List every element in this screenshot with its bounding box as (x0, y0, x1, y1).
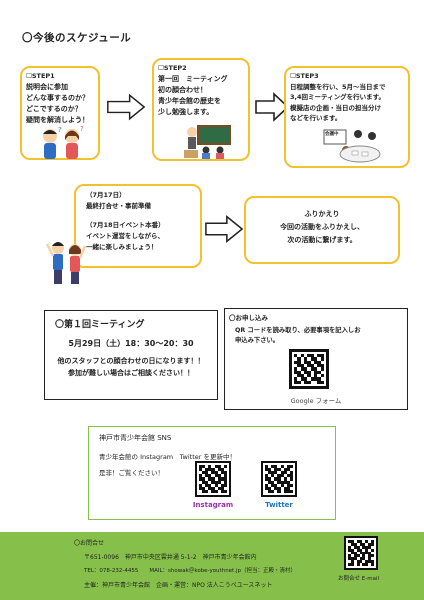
google-form-caption: Google フォーム (290, 397, 342, 405)
step3-line: 3,4回ミーティングを行います。 (290, 93, 385, 101)
step3-box: ☐STEP3 日程調整を行い、5月～当日まで 3,4回ミーティングを行います。 … (284, 66, 410, 168)
step3-line: 日程調整を行い、5月～当日まで (290, 82, 386, 91)
step3-line: 模擬店の企画・当日の担当分け (290, 103, 381, 112)
step1-label: ☐STEP1 (26, 72, 55, 80)
footer-title: 〇お問合せ (74, 540, 105, 547)
apply-line: 申込み下さい。 (235, 337, 280, 344)
footer-address: 〒651-0096 神戸市中央区雲井通 5-1-2 神戸市青少年会館内 (84, 554, 257, 561)
apply-box: 〇お申し込み QR コードを読み取り、必要事項を記入しお 申込み下さい。 Goo… (224, 308, 408, 410)
meeting-sign: 会議中 (325, 132, 339, 137)
sns-title: 神戸市青少年会館 SNS (99, 434, 172, 442)
google-form-qr-code[interactable] (289, 349, 329, 389)
svg-text:?: ? (80, 126, 84, 133)
july-line: 最終打合せ・事前準備 (86, 202, 151, 210)
step2-line: 青少年会館の歴史を (158, 97, 221, 105)
step2-box: ☐STEP2 第一回 ミーティング 初の顔合わせ！ 青少年会館の歴史を 少し勉強… (152, 58, 250, 161)
july-line: （7月17日） (86, 191, 126, 199)
arrow-right-icon (255, 92, 290, 122)
step1-line: どんな事するのか？ (26, 94, 89, 102)
footer-contact: TEL：078-232-4455 MAIL：showak＠kobe-youthn… (84, 568, 296, 574)
classroom-illustration (184, 125, 231, 159)
step2-line: 第一回 ミーティング (158, 75, 228, 83)
review-line: ふりかえり (304, 210, 340, 218)
apply-line: QR コードを読み取り、必要事項を記入しお (235, 327, 361, 334)
arrow-right-icon (205, 215, 244, 243)
schedule-heading: 〇今後のスケジュール (22, 32, 132, 44)
instagram-label[interactable]: Instagram (192, 501, 234, 509)
july-line (86, 212, 190, 220)
july-line: （7月18日イベント本番） (86, 221, 165, 229)
meeting-note: 参加が難しい場合はご相談ください！！ (68, 369, 194, 377)
step2-line: 初の顔合わせ！ (158, 86, 207, 94)
footer-org: 主催：神戸市青少年会館 企画・運営：NPO 法人こうべユースネット (84, 582, 273, 589)
step1-line: 説明会に参加 (26, 83, 68, 91)
contact-email-qr-code[interactable] (344, 536, 378, 570)
review-box: ふりかえり 今回の活動をふりかえし、 次の活動に繋げます。 (244, 196, 400, 264)
step2-label: ☐STEP2 (158, 64, 187, 72)
july-line: 一緒に楽しみましょう！ (86, 243, 158, 251)
sns-box: 神戸市青少年会館 SNS 青少年会館の Instagram Twitter を更… (88, 426, 336, 520)
meeting-table-illustration (323, 129, 381, 163)
step1-box: ☐STEP1 説明会に参加 どんな事するのか？ どこでするのか？ 疑問を解消しよ… (20, 66, 100, 160)
twitter-label[interactable]: Twitter (265, 501, 293, 509)
twitter-qr-code[interactable] (261, 461, 297, 497)
review-line: 今回の活動をふりかえし、 (280, 223, 364, 231)
meeting-title: 〇第１回ミーティング (55, 320, 145, 330)
step3-line: などを行います。 (290, 114, 342, 122)
apply-title: 〇お申し込み (229, 314, 268, 322)
step1-line: 疑問を解消しよう！ (26, 116, 89, 124)
step1-line: どこでするのか？ (26, 105, 82, 113)
first-meeting-box: 〇第１回ミーティング 5月29日（土）18：30～20：30 他のスタッフとの顔… (44, 310, 218, 400)
review-line: 次の活動に繋げます。 (287, 236, 357, 244)
step3-label: ☐STEP3 (290, 72, 319, 80)
july-event-box: （7月17日） 最終打合せ・事前準備 （7月18日イベント本番） イベント運営を… (74, 184, 202, 268)
instagram-qr-code[interactable] (195, 461, 231, 497)
contact-footer: 〇お問合せ 〒651-0096 神戸市中央区雲井通 5-1-2 神戸市青少年会館… (0, 532, 424, 600)
meeting-note: 他のスタッフとの顔合わせの日になります！！ (57, 357, 205, 365)
sns-line: 是非！ご覧ください！ (99, 469, 164, 477)
arrow-right-icon (107, 93, 146, 121)
cheering-people-illustration (46, 242, 86, 284)
sns-line: 青少年会館の Instagram Twitter を更新中！ (99, 453, 236, 461)
step2-line: 少し勉強します。 (158, 108, 214, 116)
people-question-illustration: ? ? (43, 126, 84, 159)
meeting-date: 5月29日（土）18：30～20：30 (68, 339, 194, 348)
svg-text:?: ? (58, 126, 62, 134)
july-line: イベント運営をしながら、 (86, 232, 164, 240)
contact-qr-caption: お問合せ E-mail (338, 576, 379, 582)
